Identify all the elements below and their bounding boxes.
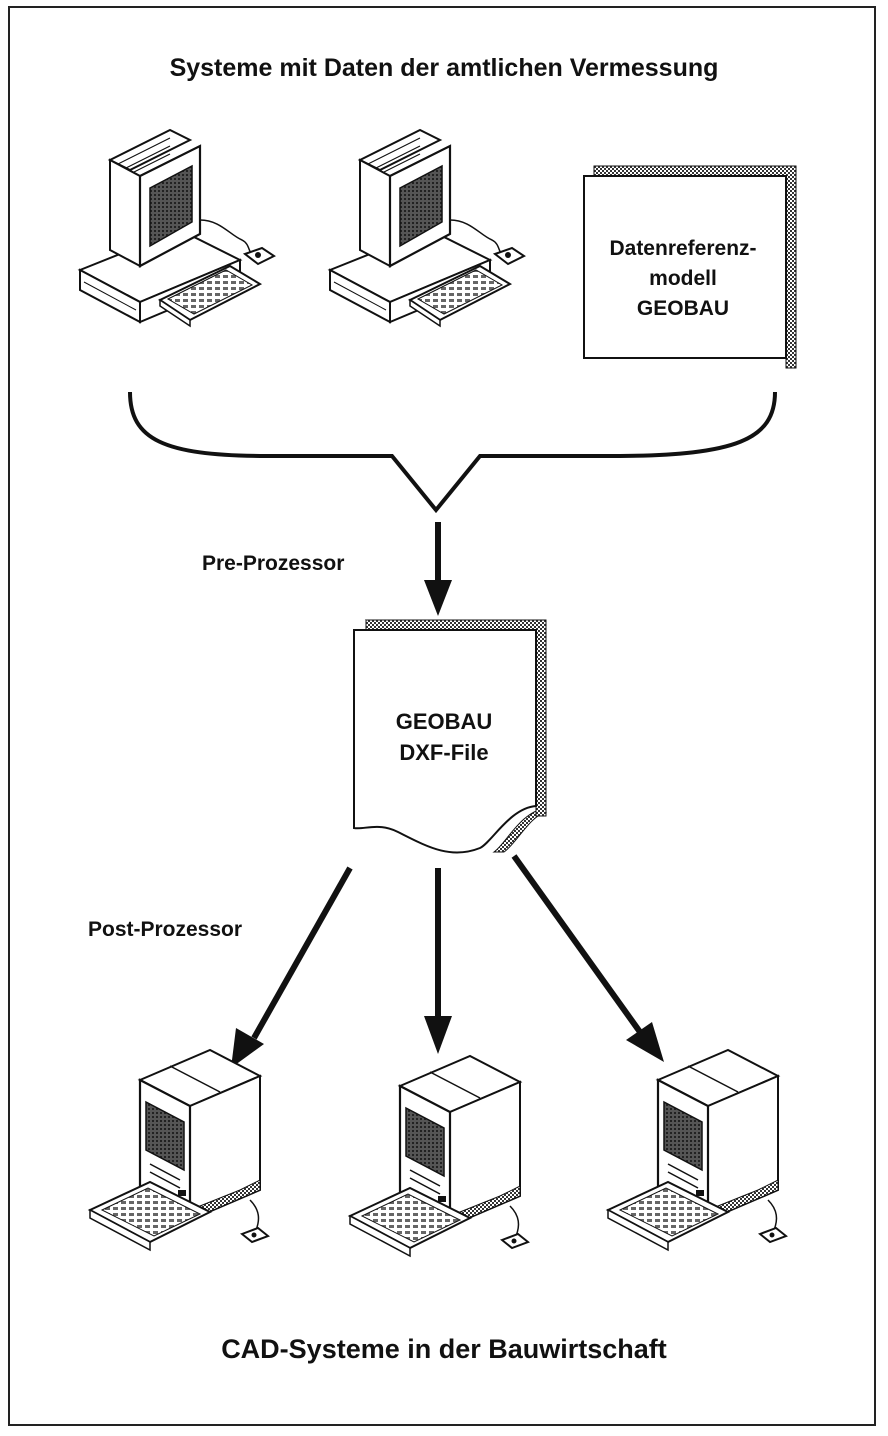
reference-model-line-1: Datenreferenz- [609,237,757,260]
post-processor-arrow-left [231,866,353,1068]
reference-model-label: Datenreferenz- modell GEOBAU [585,234,781,324]
target-cad-computer-1 [88,1048,270,1252]
top-title: Systeme mit Daten der amtlichen Vermessu… [169,54,719,82]
reference-model-line-3: GEOBAU [636,297,730,320]
source-workstation-1 [78,128,276,328]
post-processor-arrow-right [511,854,664,1062]
bottom-title: CAD-Systeme in der Bauwirtschaft [221,1334,667,1364]
target-cad-computer-2 [348,1054,530,1258]
dxf-file-line-1: GEOBAU [395,709,493,734]
post-processor-arrow-center [424,868,452,1054]
post-processor-label: Post-Prozessor [88,918,243,941]
reference-model-document [583,165,797,369]
pre-processor-label: Pre-Prozessor [202,552,345,575]
dxf-file-document [353,619,547,854]
dxf-file-label: GEOBAU DXF-File [355,706,533,768]
target-cad-computer-3 [606,1048,788,1252]
reference-model-line-2: modell [649,267,717,290]
source-workstation-2 [328,128,526,328]
merge-bracket [128,391,777,514]
dxf-file-line-2: DXF-File [399,740,489,765]
pre-processor-arrow [424,522,452,616]
diagram-frame [8,6,876,1426]
